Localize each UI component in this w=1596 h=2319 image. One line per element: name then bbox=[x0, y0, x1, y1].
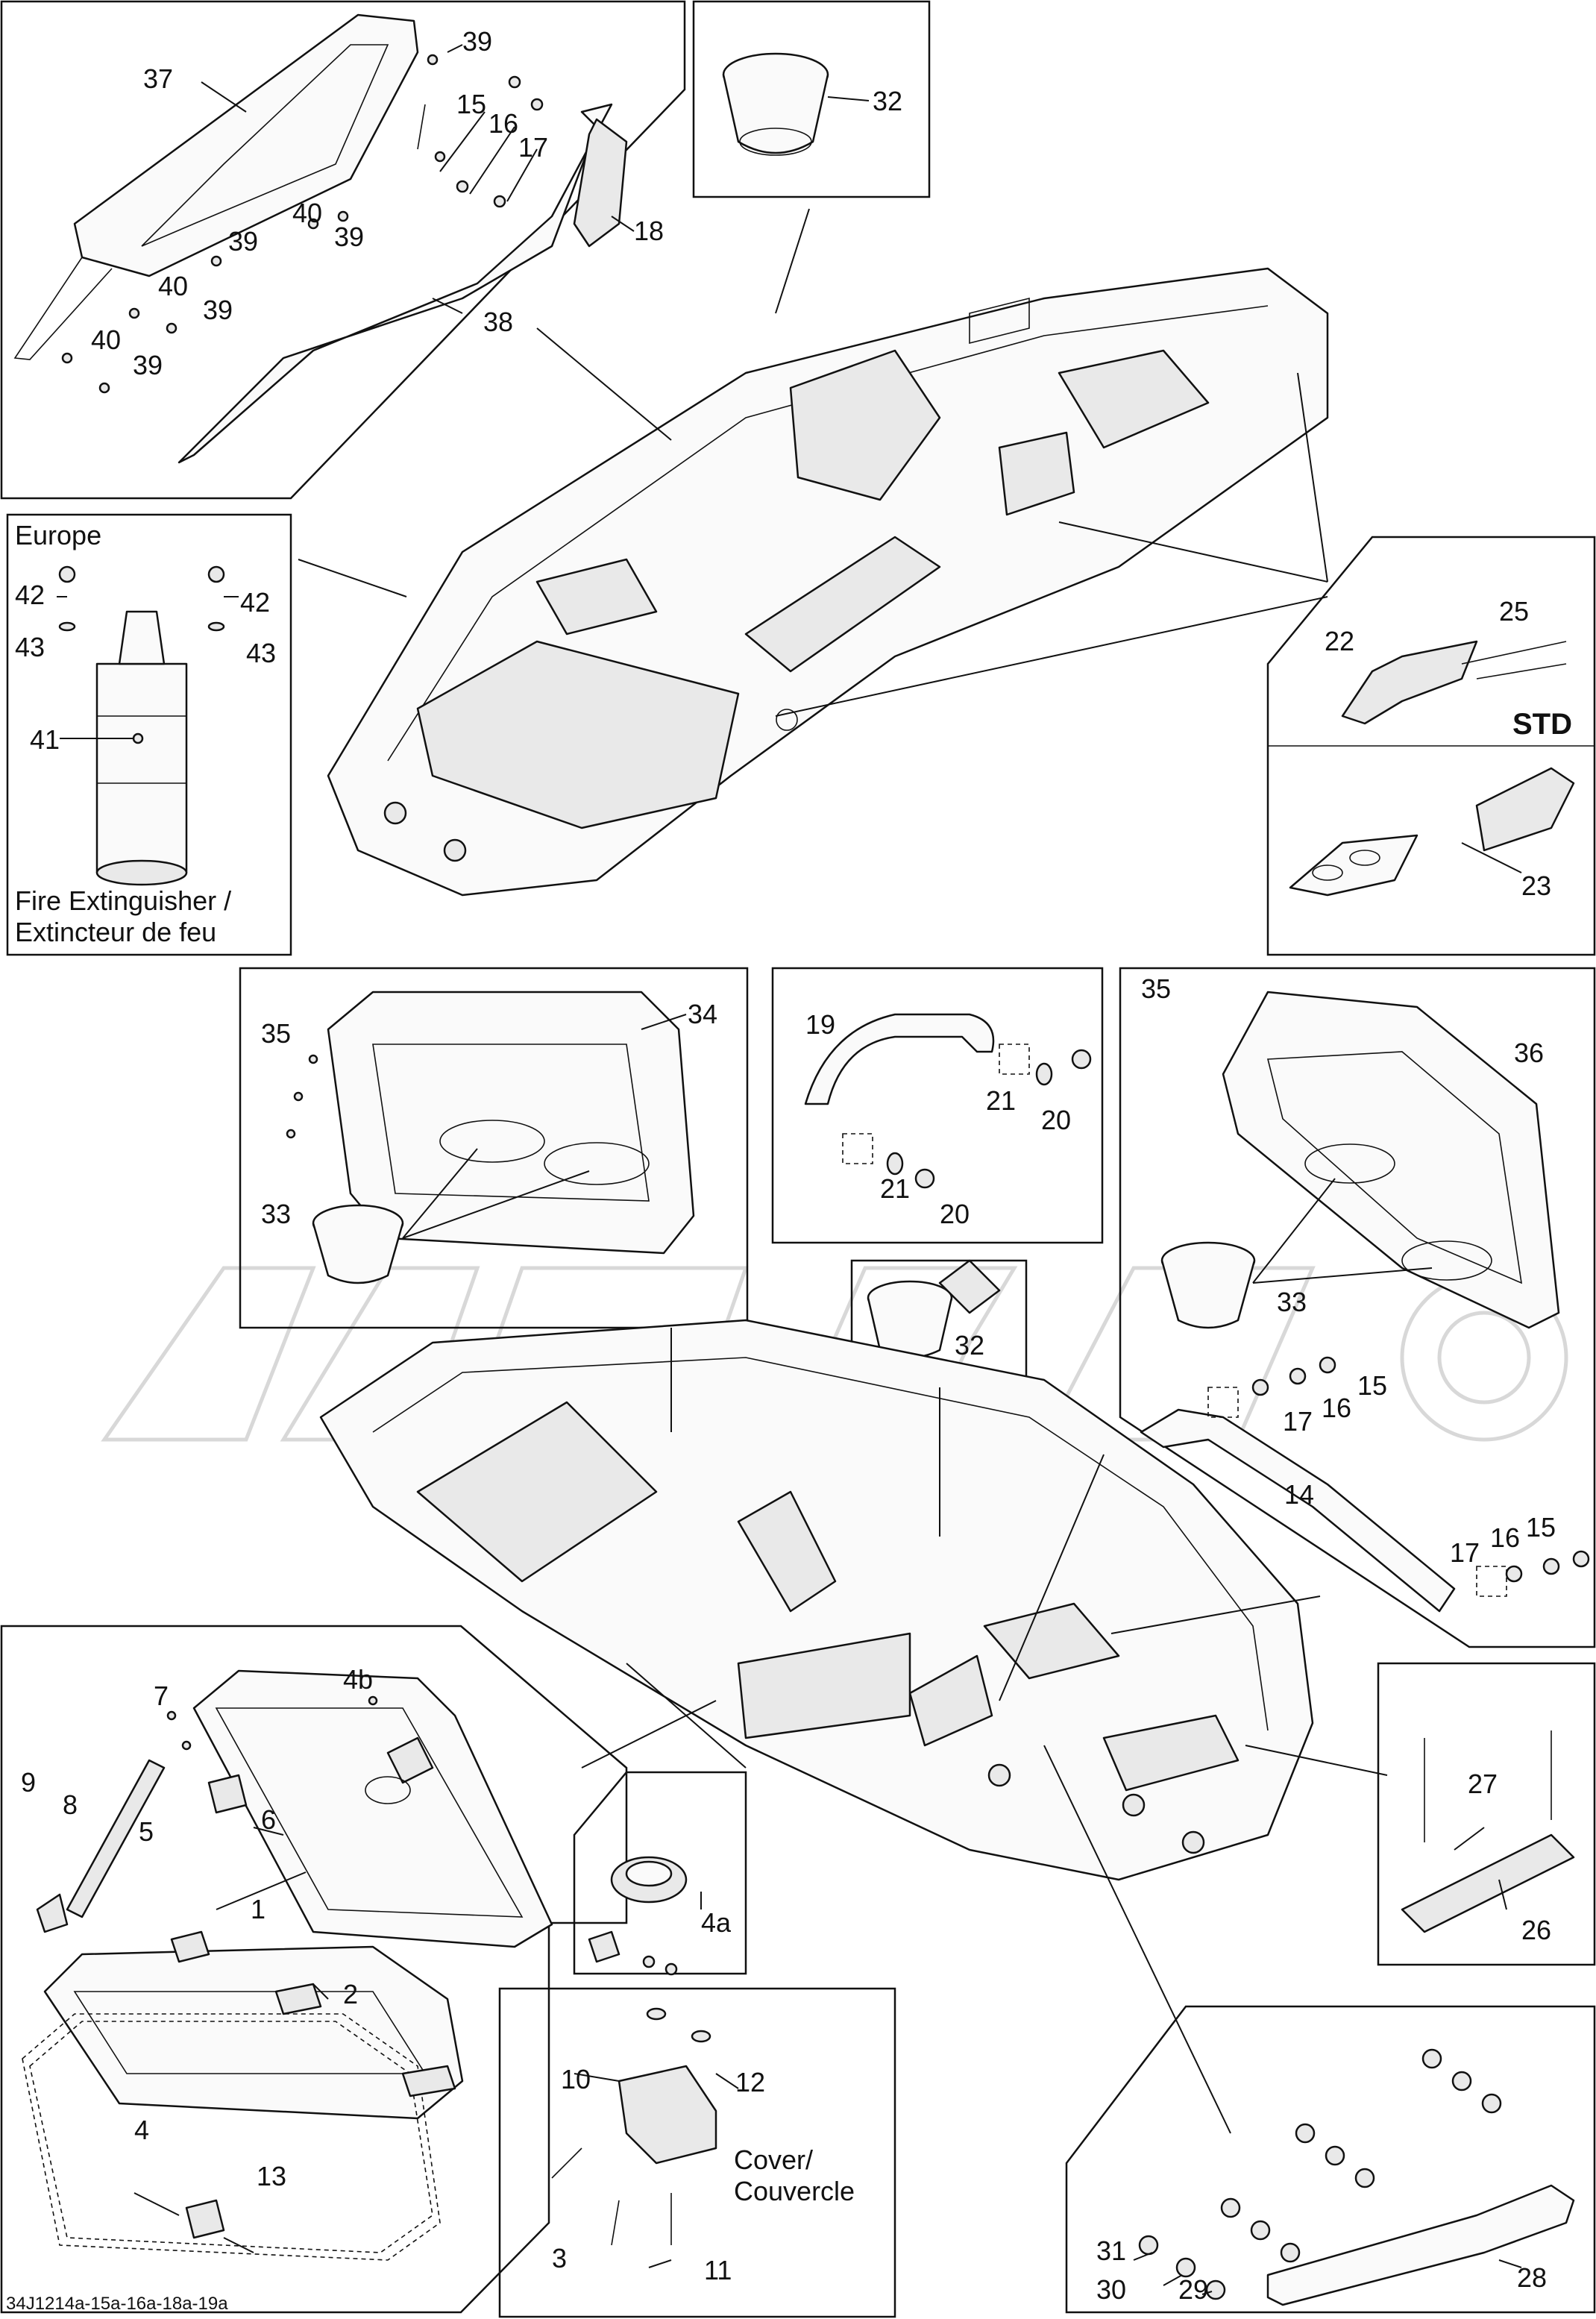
callout-12: 12 bbox=[735, 2067, 765, 2097]
callout-10: 10 bbox=[561, 2064, 591, 2094]
panel-rear-bumper-28: 31 30 29 28 bbox=[1065, 2005, 1596, 2314]
callout-39: 39 bbox=[228, 226, 258, 257]
callout-4a: 4a bbox=[701, 1907, 732, 1938]
callout-40: 40 bbox=[292, 198, 322, 228]
panel-europe-extinguisher: Europe 42 42 43 43 41 Fire Extinguisher … bbox=[6, 513, 292, 956]
callout-23: 23 bbox=[1521, 870, 1551, 901]
callout-39: 39 bbox=[203, 295, 233, 325]
boat-hull-top bbox=[298, 208, 1329, 897]
callout-2: 2 bbox=[343, 1979, 358, 2009]
callout-35: 35 bbox=[261, 1018, 291, 1049]
screws-39-40 bbox=[61, 54, 544, 394]
callout-28: 28 bbox=[1517, 2262, 1547, 2293]
callout-42: 42 bbox=[240, 587, 270, 618]
callout-40: 40 bbox=[91, 324, 121, 355]
cover-label-1: Cover/ bbox=[734, 2144, 813, 2175]
callout-20: 20 bbox=[940, 1199, 970, 1229]
callout-8: 8 bbox=[63, 1789, 78, 1820]
callout-17: 17 bbox=[518, 132, 548, 163]
callout-31: 31 bbox=[1096, 2235, 1126, 2266]
callout-16: 16 bbox=[488, 108, 518, 139]
callout-39: 39 bbox=[334, 222, 364, 252]
callout-13: 13 bbox=[257, 2161, 286, 2191]
part-18-endcap bbox=[573, 118, 628, 248]
panel-cupholder-32-top: 32 bbox=[692, 0, 931, 198]
boat-hull-bottom bbox=[319, 1259, 1388, 2134]
callout-15: 15 bbox=[1357, 1370, 1387, 1401]
callout-11: 11 bbox=[704, 2255, 732, 2285]
callout-43: 43 bbox=[15, 632, 45, 662]
callout-9: 9 bbox=[21, 1767, 36, 1798]
callout-1: 1 bbox=[251, 1894, 266, 1924]
panel-cupholder-frame-34: 35 34 33 bbox=[239, 967, 749, 1329]
callout-18: 18 bbox=[634, 216, 664, 246]
std-badge: STD bbox=[1512, 708, 1572, 741]
callout-42: 42 bbox=[15, 580, 45, 610]
callout-30: 30 bbox=[1096, 2274, 1126, 2305]
callout-21: 21 bbox=[986, 1085, 1016, 1116]
callout-43: 43 bbox=[246, 638, 276, 668]
callout-7: 7 bbox=[154, 1681, 169, 1711]
callout-37: 37 bbox=[143, 63, 173, 94]
callout-22: 22 bbox=[1325, 626, 1354, 656]
panel-deck-trim: 39 37 15 16 17 18 40 39 39 40 39 40 39 3… bbox=[0, 0, 686, 500]
callout-leaders-tl bbox=[201, 44, 635, 314]
part-38-trim bbox=[177, 103, 613, 464]
callout-41: 41 bbox=[30, 724, 60, 755]
callout-32: 32 bbox=[873, 86, 902, 116]
callout-34: 34 bbox=[688, 999, 717, 1029]
callout-4b: 4b bbox=[343, 1664, 373, 1695]
callout-33: 33 bbox=[261, 1199, 291, 1229]
panel-grab-handle-19: 19 21 20 21 20 bbox=[771, 967, 1104, 1244]
callout-20: 20 bbox=[1041, 1105, 1071, 1135]
callout-16: 16 bbox=[1490, 1522, 1520, 1553]
callout-21: 21 bbox=[880, 1173, 910, 1204]
callout-19: 19 bbox=[805, 1009, 835, 1040]
cover-label-2: Couvercle bbox=[734, 2176, 855, 2206]
callout-32: 32 bbox=[955, 1330, 984, 1361]
callout-36: 36 bbox=[1514, 1038, 1544, 1068]
callout-6: 6 bbox=[261, 1804, 276, 1835]
callout-25: 25 bbox=[1499, 596, 1529, 627]
panel-storage-hatch: 7 4b 9 8 6 5 1 2 4 13 bbox=[0, 1625, 628, 2314]
panel-cover-hinge: 10 12 Cover/ Couvercle 3 11 bbox=[498, 1987, 896, 2318]
callout-3: 3 bbox=[552, 2243, 567, 2274]
callout-33: 33 bbox=[1277, 1287, 1307, 1317]
callout-29: 29 bbox=[1178, 2274, 1208, 2305]
callout-5: 5 bbox=[139, 1816, 154, 1847]
callout-14: 14 bbox=[1284, 1479, 1314, 1510]
callout-26: 26 bbox=[1521, 1915, 1551, 1945]
callout-39: 39 bbox=[133, 350, 163, 380]
europe-title: Europe bbox=[15, 520, 101, 550]
callout-40: 40 bbox=[158, 271, 188, 301]
callout-27: 27 bbox=[1468, 1769, 1498, 1799]
panel-step-plate-26: 27 26 bbox=[1377, 1662, 1596, 1966]
callout-35: 35 bbox=[1141, 973, 1171, 1004]
callout-15: 15 bbox=[1526, 1512, 1556, 1543]
reference-code: 34J1214a-15a-16a-18a-19a bbox=[6, 2294, 228, 2314]
part-37-trim bbox=[73, 13, 419, 277]
panel-cupholder-32-mid: 32 bbox=[850, 1259, 1028, 1395]
callout-17: 17 bbox=[1283, 1406, 1313, 1437]
panel-cupholder-frame-36: 35 36 33 15 16 17 14 17 16 15 bbox=[1119, 967, 1596, 1648]
panel-latch-4a: 4a bbox=[573, 1771, 747, 1976]
panel-std-cleats: 25 22 STD 23 bbox=[1266, 536, 1596, 956]
europe-caption-1: Fire Extinguisher / bbox=[15, 885, 231, 916]
callout-39: 39 bbox=[462, 26, 492, 57]
callout-38: 38 bbox=[483, 307, 513, 337]
callout-15: 15 bbox=[456, 89, 486, 119]
callout-16: 16 bbox=[1322, 1393, 1351, 1423]
europe-caption-2: Extincteur de feu bbox=[15, 917, 216, 947]
callout-4: 4 bbox=[134, 2115, 149, 2145]
callout-17: 17 bbox=[1450, 1537, 1480, 1568]
